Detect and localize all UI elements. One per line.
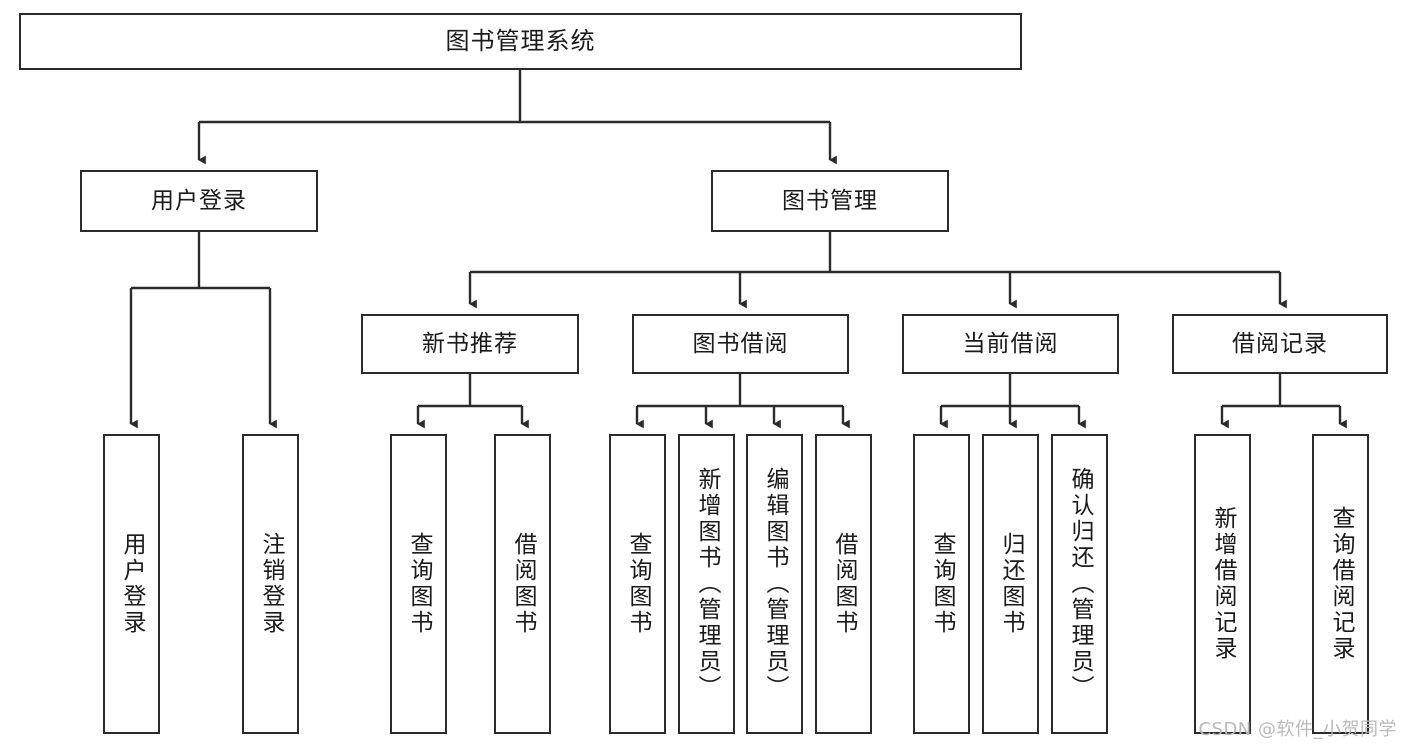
node-root-book-management-system[interactable]: 图书管理系统 xyxy=(19,13,1022,70)
node-current-borrow[interactable]: 当前借阅 xyxy=(902,314,1119,374)
node-label: 确认归还（管理员） xyxy=(1067,467,1093,701)
leaf-add-book-admin[interactable]: 新增图书（管理员） xyxy=(678,434,735,734)
node-label: 编辑图书（管理员） xyxy=(762,467,788,701)
leaf-add-borrow-record[interactable]: 新增借阅记录 xyxy=(1194,434,1251,734)
node-label: 查询图书 xyxy=(929,532,955,636)
node-label: 新增借阅记录 xyxy=(1210,506,1236,662)
node-label: 借阅记录 xyxy=(1232,330,1328,357)
csdn-watermark: CSDN @软件_小贺同学 xyxy=(1198,719,1397,740)
leaf-query-book-borrow[interactable]: 查询图书 xyxy=(609,434,666,734)
leaf-query-book-recommend[interactable]: 查询图书 xyxy=(390,434,447,734)
node-new-book-recommend[interactable]: 新书推荐 xyxy=(361,314,579,374)
node-user-login[interactable]: 用户登录 xyxy=(80,170,318,232)
node-label: 图书借阅 xyxy=(692,330,789,357)
node-label: 新书推荐 xyxy=(422,330,518,357)
node-borrow-record[interactable]: 借阅记录 xyxy=(1172,314,1388,374)
leaf-edit-book-admin[interactable]: 编辑图书（管理员） xyxy=(746,434,803,734)
leaf-query-book-current[interactable]: 查询图书 xyxy=(913,434,970,734)
leaf-confirm-return-admin[interactable]: 确认归还（管理员） xyxy=(1051,434,1108,734)
leaf-logout-login[interactable]: 注销登录 xyxy=(242,434,299,734)
node-label: 查询图书 xyxy=(406,532,432,636)
leaf-borrow-book-recommend[interactable]: 借阅图书 xyxy=(494,434,551,734)
node-label: 查询图书 xyxy=(625,532,651,636)
leaf-borrow-book[interactable]: 借阅图书 xyxy=(815,434,872,734)
leaf-query-borrow-record[interactable]: 查询借阅记录 xyxy=(1312,434,1369,734)
node-label: 注销登录 xyxy=(258,532,284,636)
node-label: 当前借阅 xyxy=(962,330,1059,357)
node-label: 用户登录 xyxy=(119,532,145,636)
node-book-borrow[interactable]: 图书借阅 xyxy=(632,314,849,374)
node-label: 借阅图书 xyxy=(510,532,536,636)
node-label: 图书管理系统 xyxy=(445,26,596,55)
leaf-return-book[interactable]: 归还图书 xyxy=(982,434,1039,734)
node-book-management[interactable]: 图书管理 xyxy=(711,170,949,232)
node-label: 用户登录 xyxy=(151,187,247,214)
node-label: 查询借阅记录 xyxy=(1328,506,1354,662)
node-label: 归还图书 xyxy=(998,532,1024,636)
node-label: 图书管理 xyxy=(782,187,878,214)
leaf-user-login[interactable]: 用户登录 xyxy=(103,434,160,734)
node-label: 借阅图书 xyxy=(831,532,857,636)
node-label: 新增图书（管理员） xyxy=(694,467,720,701)
